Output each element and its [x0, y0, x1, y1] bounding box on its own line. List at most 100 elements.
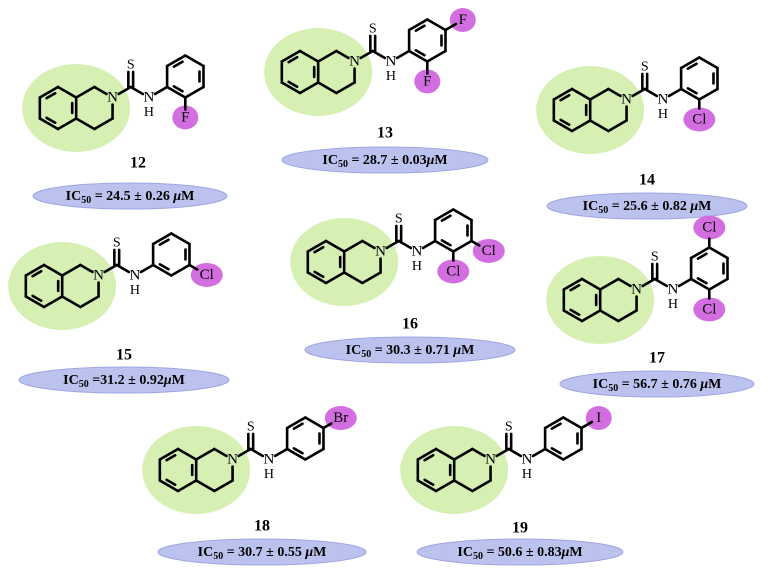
c-nh-bond — [507, 447, 523, 458]
aryl-ring-bond — [304, 447, 325, 461]
ic50-text: IC50 = 28.7 ± 0.03μM — [322, 153, 447, 170]
benzo-ring-bond — [580, 277, 602, 291]
double-bond-inner — [696, 277, 708, 285]
ic50-label: IC50 = 25.6 ± 0.82 μM — [546, 192, 748, 220]
double-bond-inner — [287, 55, 299, 64]
aryl-ring-bond — [170, 263, 191, 277]
aryl-ring-bond — [698, 56, 719, 70]
benzo-ring-bond — [416, 447, 438, 461]
benzo-ring-bond — [158, 479, 180, 493]
ic50-pre: IC — [322, 153, 338, 168]
nh-aryl-bond — [421, 239, 437, 250]
ic50-label: IC50 = 30.3 ± 0.71 μM — [304, 336, 516, 364]
double-bond-inner — [292, 422, 304, 430]
aryl-ring-bond — [151, 232, 173, 246]
ic50-label: IC50 = 28.7 ± 0.03μM — [281, 146, 489, 174]
ic50-text: IC50 =31.2 ± 0.92μM — [63, 373, 185, 390]
benzo-ring-bond — [562, 277, 584, 291]
nh-atom: N — [130, 268, 141, 284]
substituent-highlight — [449, 8, 476, 33]
ic50-pre: IC — [593, 377, 609, 392]
s-atom: S — [127, 57, 135, 72]
substituent-bond — [322, 422, 333, 430]
ic50-sub: 50 — [79, 379, 89, 390]
benzo-ring-bond — [24, 263, 46, 277]
ch2-bond — [74, 85, 96, 99]
n-atom: N — [621, 92, 632, 108]
aryl-ring-bond — [285, 416, 307, 430]
benzo-ring-bond — [176, 447, 198, 461]
compound-number: 16 — [402, 316, 418, 333]
substituent-br: Br — [333, 410, 348, 426]
ch2-ch2-bond — [361, 271, 382, 285]
s-atom: S — [641, 59, 649, 74]
ic50-unit: μ — [689, 199, 698, 214]
c-nh-bond — [129, 85, 145, 96]
double-bond-inner — [696, 252, 708, 260]
ic50-label: IC50 = 56.7 ± 0.76 μM — [559, 370, 755, 398]
double-bond-inner — [45, 116, 57, 125]
compound-number: 15 — [116, 347, 132, 364]
ch2-n-bond — [361, 239, 376, 250]
h-atom: H — [386, 69, 396, 84]
s-atom: S — [651, 249, 659, 264]
benzo-ring-bond — [324, 271, 346, 285]
double-bond-inner — [440, 239, 452, 247]
substituent-highlight — [683, 107, 716, 132]
aryl-ring-bond — [165, 54, 187, 68]
ch2-bond — [74, 117, 96, 131]
aryl-ring-bond — [679, 87, 701, 101]
ch2-bond — [598, 309, 620, 323]
c-nh-bond — [249, 447, 265, 458]
ic50-post: M — [708, 377, 721, 392]
double-bond-inner — [440, 214, 452, 222]
nh-aryl-bond — [531, 447, 547, 458]
ch2-ch2-bond — [607, 119, 628, 133]
ic50-mid: =31.2 ± 0.92 — [89, 373, 164, 388]
substituent-highlight — [472, 238, 505, 263]
ic50-pre: IC — [63, 373, 79, 388]
ic50-pre: IC — [66, 189, 82, 204]
substituent-cl: Cl — [482, 243, 496, 259]
ch2-ch2-bond — [93, 117, 114, 131]
ch2-bond — [588, 87, 610, 101]
h-atom: H — [412, 259, 422, 274]
n-atom: N — [93, 268, 104, 284]
ic50-sub: 50 — [608, 383, 618, 394]
ch2-n-bond — [79, 263, 94, 274]
aryl-ring-bond — [184, 54, 205, 68]
c-nh-bond — [371, 49, 387, 60]
substituent-bond — [470, 239, 481, 247]
substituent-f: F — [181, 109, 189, 125]
double-bond-inner — [559, 93, 571, 102]
double-bond-inner — [313, 245, 325, 254]
double-bond-inner — [45, 91, 57, 100]
compound-number: 13 — [377, 125, 393, 142]
ic50-pill — [18, 366, 230, 394]
benzo-ring-bond — [42, 295, 64, 309]
benzo-ring-bond — [434, 479, 456, 493]
s-atom: S — [395, 211, 403, 226]
aryl-ring-bond — [165, 85, 187, 99]
aryl-ring-bond — [184, 85, 205, 99]
ch2-ch2-bond — [213, 479, 234, 493]
benzo-ring-bond — [38, 117, 60, 131]
aryl-ring-bond — [689, 277, 711, 291]
c-nh-bond — [643, 87, 659, 98]
ic50-mid: = 24.5 ± 0.26 — [91, 189, 173, 204]
double-bond-inner — [165, 453, 177, 462]
benzo-ring-bond — [176, 479, 198, 493]
ic50-pill — [32, 182, 228, 210]
c-nh-bond — [115, 263, 131, 274]
nh-aryl-bond — [677, 277, 693, 288]
ic50-post: M — [698, 199, 711, 214]
benzo-ring-bond — [42, 263, 64, 277]
substituent-cl: Cl — [692, 111, 706, 127]
ic50-pill — [546, 192, 748, 220]
benzo-ring-bond — [580, 309, 602, 323]
